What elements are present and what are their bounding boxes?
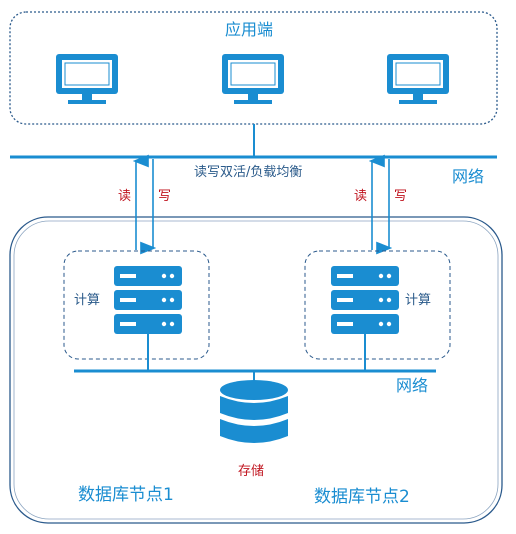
monitor-icon (56, 54, 118, 104)
compute-label-left: 计算 (74, 293, 101, 308)
cluster-box-inner (13, 220, 499, 520)
write-label-left: 写 (158, 189, 172, 204)
storage-label: 存储 (238, 464, 265, 479)
monitor-icon (222, 54, 284, 104)
server-icon (331, 266, 399, 334)
compute-box-left (63, 250, 210, 360)
node-title-2: 数据库节点2 (314, 487, 410, 507)
compute-label-right: 计算 (405, 293, 432, 308)
database-icon (220, 380, 288, 443)
read-label-left: 读 (118, 189, 132, 204)
compute-box-right (304, 250, 451, 360)
monitor-icon (387, 54, 449, 104)
network-mode-label: 读写双活/负载均衡 (194, 165, 303, 180)
cluster-box-outer (9, 216, 503, 524)
server-icon (114, 266, 182, 334)
node-title-1: 数据库节点1 (78, 485, 174, 505)
app-tier-title: 应用端 (225, 20, 274, 39)
write-label-right: 写 (394, 189, 408, 204)
network-label-top: 网络 (452, 167, 485, 186)
read-label-right: 读 (354, 189, 368, 204)
network-label-inner: 网络 (396, 376, 429, 395)
